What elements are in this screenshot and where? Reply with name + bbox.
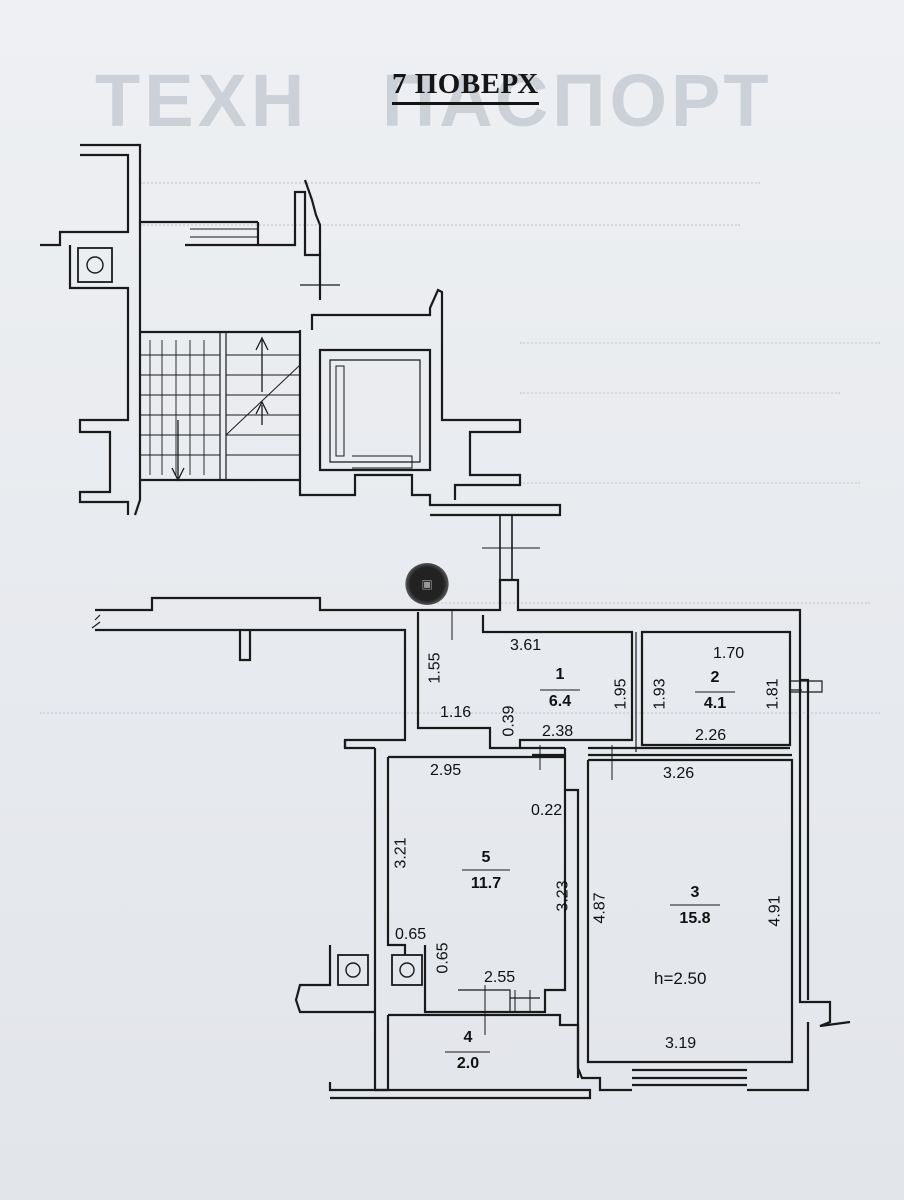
stair-arrow-icon	[171, 336, 269, 482]
background-line	[520, 470, 860, 484]
dimension-label: 3.23	[554, 880, 572, 912]
dimension-label: 4.87	[591, 892, 609, 924]
background-line	[520, 380, 840, 394]
apartment-outline	[294, 608, 851, 1100]
room-2-number: 2	[710, 669, 720, 686]
room-3-area: 15.8	[679, 910, 711, 927]
background-line	[140, 170, 760, 184]
dimension-label: 3.61	[510, 637, 542, 654]
room-2-area: 4.1	[703, 695, 727, 712]
dimension-label: 1.93	[651, 678, 669, 710]
background-line	[40, 700, 880, 714]
ventilation-duct-icon	[77, 247, 113, 283]
room-4-number: 4	[463, 1029, 473, 1046]
dimension-label: 1.81	[764, 678, 782, 710]
ventilation-duct-icon	[337, 954, 369, 986]
dimension-label: 3.21	[392, 837, 410, 869]
dimension-label: 2.26	[695, 727, 727, 744]
room-5-area: 11.7	[470, 875, 502, 892]
background-line	[520, 330, 880, 344]
dimension-label: 2.95	[430, 762, 462, 779]
room-4-area: 2.0	[456, 1055, 480, 1072]
stair-core	[40, 143, 562, 517]
dimension-label: 4.91	[766, 895, 784, 927]
room-5-number: 5	[481, 849, 491, 866]
room-3-number: 3	[690, 884, 700, 901]
dimension-label: 3.26	[663, 765, 695, 782]
ventilation-duct-icon	[391, 954, 423, 986]
stamp-mark: ▣	[405, 563, 449, 605]
dimension-label: 0.65	[434, 942, 452, 974]
background-watermark: ТЕХН ПАСПОРТ	[95, 59, 773, 142]
background-line	[430, 590, 870, 604]
dimension-label: 1.70	[713, 645, 745, 662]
dimension-label: 1.55	[426, 652, 444, 684]
room-1-number: 1	[555, 666, 565, 683]
ceiling-height: h=2.50	[654, 969, 707, 988]
dimension-label: 1.16	[440, 704, 472, 721]
room-1-area: 6.4	[548, 693, 572, 710]
dimension-label: 0.39	[500, 705, 518, 737]
dimension-label: 2.38	[542, 723, 574, 740]
dimension-label: 2.55	[484, 969, 516, 986]
background-line	[140, 212, 740, 226]
dimension-label: 0.65	[395, 926, 427, 943]
dimension-label: 1.95	[612, 678, 630, 710]
dimension-label: 0.22	[531, 802, 563, 819]
floor-title: 7 ПОВЕРХ	[392, 68, 539, 105]
dimension-label: 3.19	[665, 1035, 697, 1052]
